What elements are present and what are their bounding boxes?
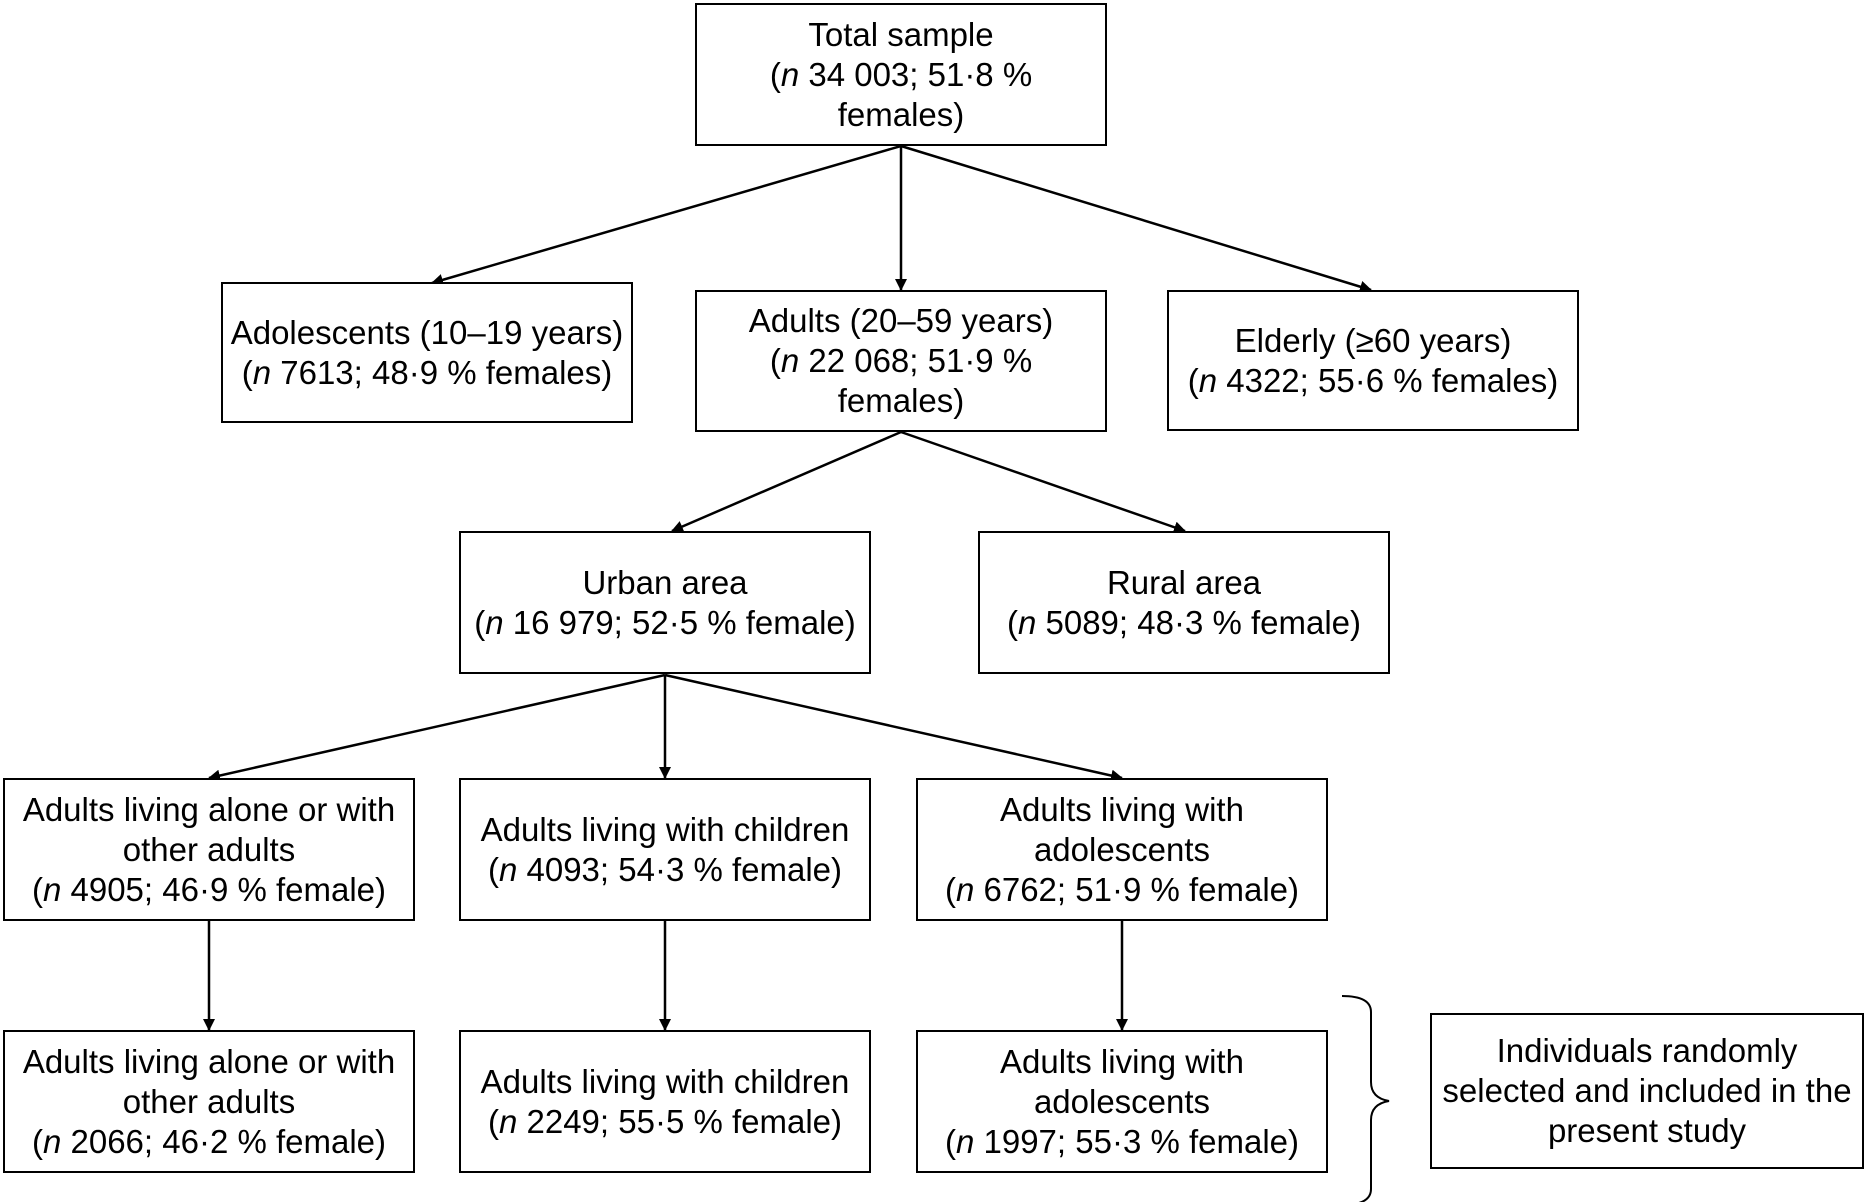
box-adolescents: Adolescents (10–19 years) (n 7613; 48·9 … bbox=[221, 282, 633, 423]
box-selection-note: Individuals randomly selected and includ… bbox=[1430, 1013, 1864, 1169]
box-selected-with-adolescents: Adults living with adolescents (n 1997; … bbox=[916, 1030, 1328, 1173]
box-urban-title: Urban area bbox=[582, 563, 748, 601]
box-elderly-title: Elderly (≥60 years) bbox=[1234, 321, 1512, 359]
arrow-adults-to-rural bbox=[900, 430, 1186, 534]
box-adults-title: Adults (20–59 years) bbox=[748, 302, 1054, 339]
arrow-total-to-elderly bbox=[900, 144, 1372, 293]
box-alone-or-with-adults: Adults living alone or with other adults… bbox=[3, 778, 415, 921]
box-adolescents-title: Adolescents (10–19 years) bbox=[230, 313, 624, 351]
box-total-title: Total sample bbox=[808, 15, 994, 53]
arrow-adults-to-urban bbox=[671, 430, 902, 533]
box-elderly: Elderly (≥60 years) (n 4322; 55·6 % fema… bbox=[1167, 290, 1579, 431]
box-rural-area: Rural area (n 5089; 48·3 % female) bbox=[978, 531, 1390, 674]
arrow-urban-to-adolescents bbox=[664, 673, 1123, 782]
arrow-total-to-adolescents bbox=[431, 144, 902, 286]
box-selected-with-children: Adults living with children (n 2249; 55·… bbox=[459, 1030, 871, 1173]
box-with-children: Adults living with children (n 4093; 54·… bbox=[459, 778, 871, 921]
box-adults: Adults (20–59 years) (n 22 068; 51·9 % f… bbox=[695, 290, 1107, 432]
box-with-adolescents: Adults living with adolescents (n 6762; … bbox=[916, 778, 1328, 921]
arrow-urban-to-alone bbox=[208, 673, 666, 782]
box-urban-area: Urban area (n 16 979; 52·5 % female) bbox=[459, 531, 871, 674]
box-rural-title: Rural area bbox=[1106, 563, 1262, 601]
selection-brace bbox=[1341, 995, 1390, 1202]
box-total-sample: Total sample (n 34 003; 51·8 % females) bbox=[695, 3, 1107, 146]
box-selected-alone-or-with-adults: Adults living alone or with other adults… bbox=[3, 1030, 415, 1173]
